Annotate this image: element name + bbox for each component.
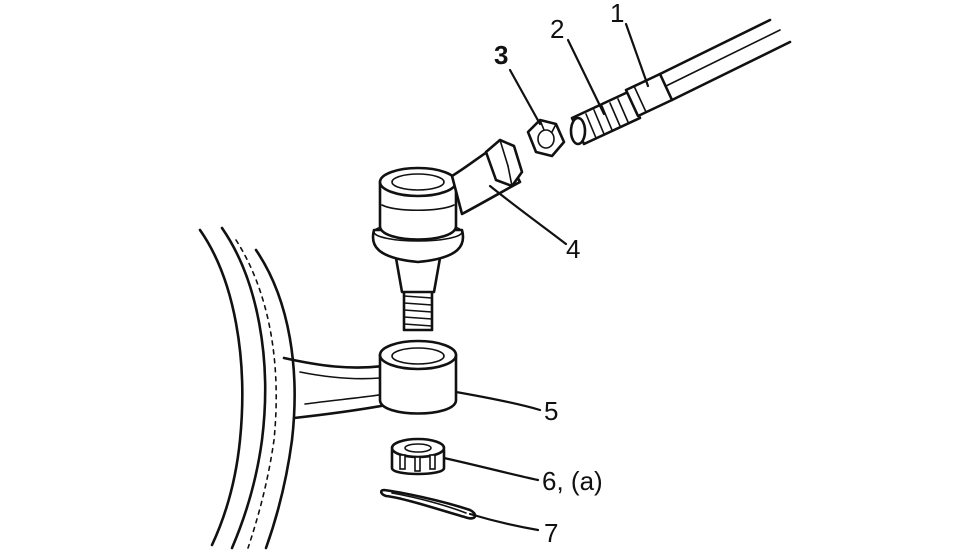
leader-4 bbox=[488, 184, 568, 246]
callout-4: 4 bbox=[566, 234, 580, 264]
callout-2: 2 bbox=[550, 14, 564, 44]
knuckle-arm-boss bbox=[378, 339, 458, 415]
leader-2 bbox=[566, 38, 606, 116]
cotter-pin bbox=[379, 488, 477, 520]
castle-nut bbox=[390, 437, 446, 476]
leader-3 bbox=[508, 68, 542, 126]
callouts: 1 2 3 4 5 6, (a) 7 bbox=[494, 0, 624, 548]
callout-1: 1 bbox=[610, 0, 624, 28]
leader-1 bbox=[624, 22, 650, 88]
callout-6: 6, (a) bbox=[542, 466, 603, 496]
tie-rod bbox=[569, 18, 792, 146]
leader-6 bbox=[442, 456, 540, 482]
callout-7: 7 bbox=[544, 518, 558, 548]
leader-lines bbox=[442, 22, 650, 532]
steering-knuckle bbox=[198, 226, 394, 550]
leader-5 bbox=[454, 390, 542, 412]
lock-nut bbox=[526, 118, 566, 158]
callout-5: 5 bbox=[544, 396, 558, 426]
leader-7 bbox=[468, 512, 540, 532]
tie-rod-end bbox=[371, 138, 524, 332]
callout-3: 3 bbox=[494, 40, 508, 70]
